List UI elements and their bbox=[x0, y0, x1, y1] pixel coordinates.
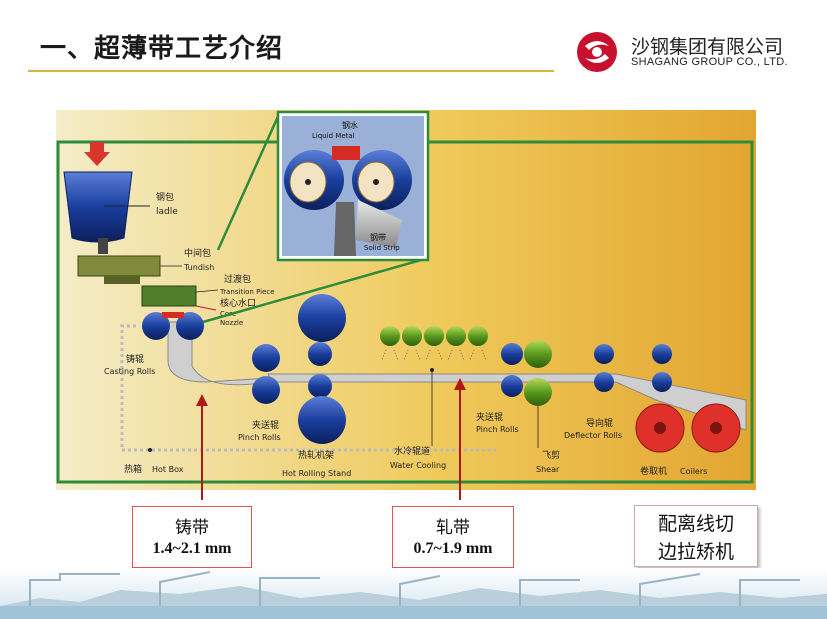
water-label-cn: 水冷辊道 bbox=[394, 445, 430, 457]
process-diagram: 钢包 ladle 中间包 Tundish 过渡包 Transition Piec… bbox=[56, 110, 756, 490]
rolled-strip-label: 轧带 bbox=[436, 518, 470, 538]
deflector-roll-1-top bbox=[594, 344, 614, 364]
cooling-roll-5 bbox=[468, 326, 488, 346]
stand-work-roll-top bbox=[308, 342, 332, 366]
company-name-cn: 沙钢集团有限公司 bbox=[631, 36, 784, 58]
leveler-line-1: 配离线切 bbox=[657, 513, 734, 535]
casting-label-cn: 铸辊 bbox=[126, 353, 144, 365]
deflector-roll-2-bottom bbox=[652, 372, 672, 392]
casting-roll-right bbox=[176, 312, 204, 340]
pinch-roll-1-bottom bbox=[252, 376, 280, 404]
casting-roll-left bbox=[142, 312, 170, 340]
pinch-roll-1-top bbox=[252, 344, 280, 372]
harbor-footer-image bbox=[0, 568, 827, 619]
shear-label-cn: 飞剪 bbox=[542, 449, 560, 461]
pinch2-label-cn: 夹送辊 bbox=[476, 411, 503, 423]
transition-label-en: Transition Piece bbox=[219, 288, 275, 296]
pinch1-label-en: Pinch Rolls bbox=[238, 433, 281, 442]
rolled-strip-value: 0.7~1.9 mm bbox=[413, 540, 493, 557]
leveler-line-2: 边拉矫机 bbox=[657, 541, 734, 563]
company-logo: 沙钢集团有限公司 SHAGANG GROUP CO., LTD. bbox=[575, 30, 815, 74]
liquid-label-cn: 钢水 bbox=[342, 120, 358, 130]
leveler-callout: 配离线切 边拉矫机 bbox=[634, 505, 758, 567]
ladle-label-en: ladle bbox=[156, 207, 178, 217]
stand-backup-roll-top bbox=[298, 294, 346, 342]
water-label-en: Water Cooling bbox=[390, 461, 446, 470]
pinch-roll-2-top bbox=[501, 343, 523, 365]
cooling-roll-3 bbox=[424, 326, 444, 346]
transition-label-cn: 过渡包 bbox=[224, 273, 251, 285]
cast-strip-value: 1.4~2.1 mm bbox=[152, 540, 232, 557]
rolled-strip-callout: 轧带 0.7~1.9 mm bbox=[392, 506, 514, 568]
pinch-roll-2-bottom bbox=[501, 375, 523, 397]
hot-box-outline bbox=[120, 324, 496, 452]
cast-strip-callout: 铸带 1.4~2.1 mm bbox=[132, 506, 252, 568]
pinch2-label-en: Pinch Rolls bbox=[476, 425, 519, 434]
company-name-en: SHAGANG GROUP CO., LTD. bbox=[631, 56, 788, 68]
tundish-label-cn: 中间包 bbox=[184, 247, 211, 259]
stand-backup-roll-bottom bbox=[298, 396, 346, 444]
stand-work-roll-bottom bbox=[308, 374, 332, 398]
hotbox-label-cn: 热箱 bbox=[124, 463, 142, 475]
shear-drum-top bbox=[524, 340, 552, 368]
stand-label-en: Hot Rolling Stand bbox=[282, 469, 351, 478]
strip-label-cn: 钢带 bbox=[370, 232, 386, 242]
nozzle-label-en-2: Nozzle bbox=[220, 319, 243, 327]
coiler-label-cn: 卷取机 bbox=[640, 465, 667, 477]
transition-piece bbox=[141, 285, 197, 307]
cooling-roll-4 bbox=[446, 326, 466, 346]
ladle-label-cn: 钢包 bbox=[156, 191, 174, 203]
strip-label-en: Solid Strip bbox=[364, 244, 400, 252]
title-underline bbox=[28, 70, 554, 72]
shagang-emblem-icon bbox=[577, 32, 617, 72]
coiler-label-en: Coilers bbox=[680, 467, 707, 476]
deflector-roll-2-top bbox=[652, 344, 672, 364]
casting-label-en: Casting Rolls bbox=[104, 367, 155, 376]
shear-drum-bottom bbox=[524, 378, 552, 406]
tundish-label-en: Tundish bbox=[183, 263, 214, 272]
deflector-label-cn: 导向辊 bbox=[586, 417, 613, 429]
deflector-label-en: Deflector Rolls bbox=[564, 431, 622, 440]
deflector-roll-1-bottom bbox=[594, 372, 614, 392]
slide-title: 一、超薄带工艺介绍 bbox=[40, 34, 284, 64]
pinch1-label-cn: 夹送辊 bbox=[252, 419, 279, 431]
hotbox-label-en: Hot Box bbox=[152, 465, 184, 474]
cooling-roll-1 bbox=[380, 326, 400, 346]
cooling-roll-2 bbox=[402, 326, 422, 346]
nozzle-label-cn: 核心水口 bbox=[220, 297, 256, 309]
stand-label-cn: 热轧机架 bbox=[298, 449, 334, 461]
cast-strip-label: 铸带 bbox=[175, 518, 209, 538]
shear-label-en: Shear bbox=[536, 465, 560, 474]
liquid-label-en: Liquid Metal bbox=[312, 132, 355, 140]
pour-arrow-icon bbox=[84, 142, 110, 166]
